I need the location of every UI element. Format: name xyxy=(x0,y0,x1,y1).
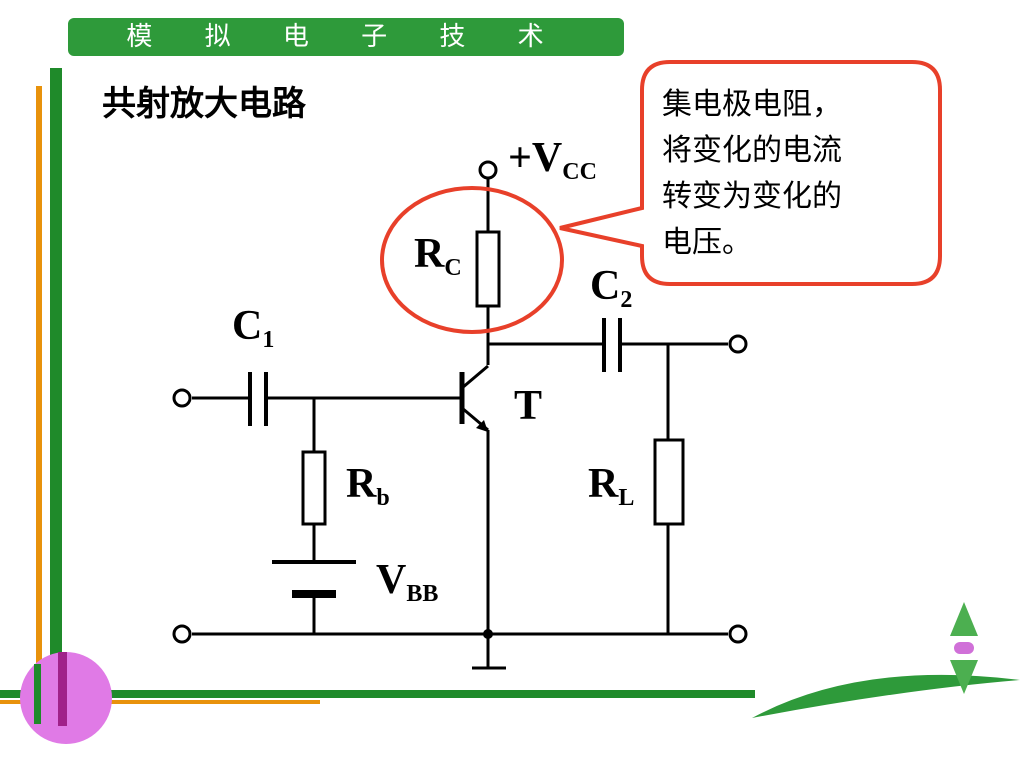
frame-bottom-orange-bar xyxy=(0,700,320,704)
output-terminal xyxy=(728,334,748,354)
label-transistor: T xyxy=(514,383,543,429)
label-rc: RC xyxy=(414,231,462,281)
circle-vertical-mark xyxy=(34,664,41,724)
vcc-terminal xyxy=(478,160,498,180)
junction-dot xyxy=(483,629,493,639)
header-title: 模 拟 电 子 技 术 xyxy=(126,22,566,52)
circle-vertical-mark-2 xyxy=(58,652,67,726)
capacitors xyxy=(248,318,622,426)
resistor-rl xyxy=(653,438,685,526)
emitter-arrow xyxy=(476,420,488,432)
label-c1: C1 xyxy=(232,303,275,353)
resistor-rb xyxy=(301,450,327,526)
terminals xyxy=(172,160,748,644)
transistor-collector-leg xyxy=(461,364,489,390)
input-ground-terminal xyxy=(172,624,192,644)
resistors xyxy=(301,230,685,526)
label-vbb: VBB xyxy=(376,557,439,607)
resistor-rc xyxy=(475,230,501,308)
header-bar xyxy=(68,18,624,56)
circuit-wires xyxy=(192,178,728,670)
nav-up-arrow-icon[interactable] xyxy=(950,602,978,636)
nav-home-icon[interactable] xyxy=(954,642,974,654)
rc-highlight-circle xyxy=(380,186,564,334)
page-title: 共射放大电路 xyxy=(102,84,306,124)
label-vcc: +VCC xyxy=(508,135,597,185)
frame-left-orange-bar xyxy=(36,86,42,708)
label-rl: RL xyxy=(588,461,635,511)
frame-bottom-green-bar xyxy=(0,690,755,698)
battery-vbb xyxy=(272,560,356,598)
label-rb: Rb xyxy=(346,461,390,511)
callout-text: 集电极电阻， 将变化的电流 转变为变化的 电压。 xyxy=(662,87,842,260)
frame-left-green-bar xyxy=(50,68,62,708)
callout-balloon xyxy=(559,60,942,286)
label-c2: C2 xyxy=(590,263,633,313)
output-ground-terminal xyxy=(728,624,748,644)
green-swoosh-decoration xyxy=(752,674,1020,718)
input-terminal xyxy=(172,388,192,408)
nav-down-arrow-icon[interactable] xyxy=(950,660,978,694)
slide-nav xyxy=(950,602,978,694)
